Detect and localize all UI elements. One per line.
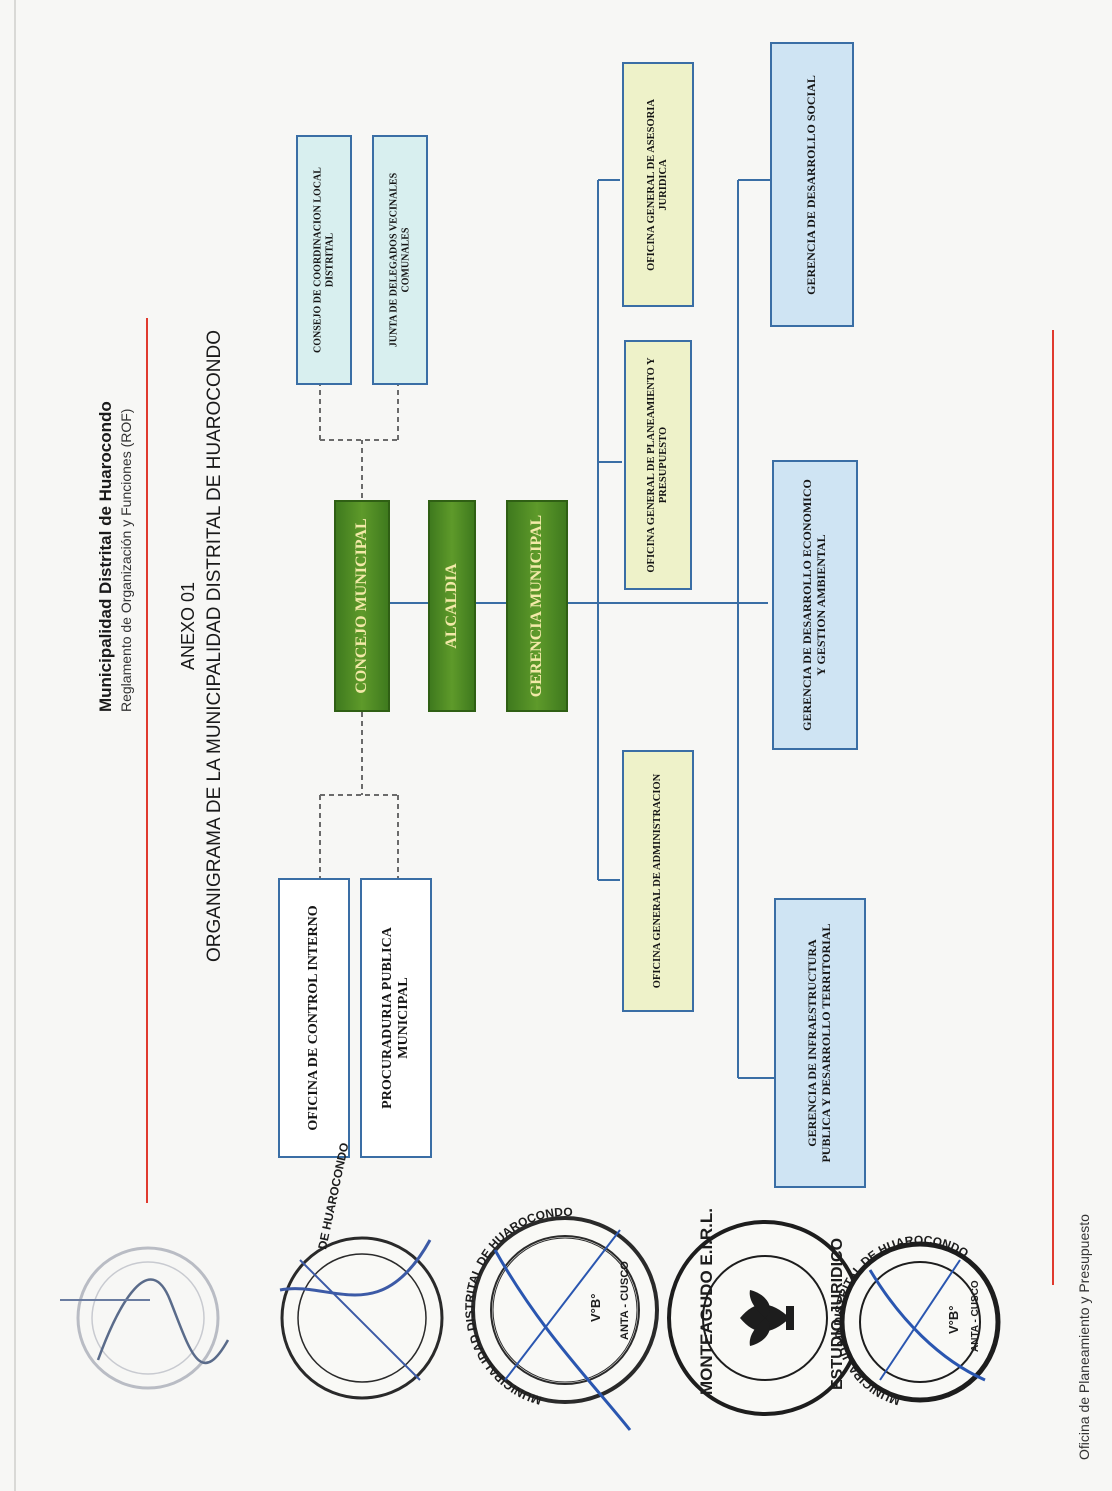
desarrollo-social-box: GERENCIA DE DESARROLLO SOCIAL: [770, 42, 854, 327]
header-rule: [146, 318, 148, 1203]
seal-5-bottom-text: ANTA - CUSCO: [970, 1280, 981, 1352]
control-interno-box: OFICINA DE CONTROL INTERNO: [278, 878, 350, 1158]
procuraduria-box: PROCURADURIA PUBLICA MUNICIPAL: [360, 878, 432, 1158]
seal-4-bottom-text: ESTUDIO JURIDICO: [829, 1238, 846, 1390]
junta-delegados-box: JUNTA DE DELEGADOS VECINALES COMUNALES: [372, 135, 428, 385]
administracion-box: OFICINA GENERAL DE ADMINISTRACION: [622, 750, 694, 1012]
page-edge: [14, 0, 16, 1491]
consejo-coordinacion-box: CONSEJO DE COORDINACION LOCAL DISTRITAL: [296, 135, 352, 385]
seal-5: MUNICIPALIDAD DISTRITAL DE HUAROCONDO AN…: [831, 1233, 1001, 1408]
seal-4-top-text: MONTEAGUDO E.I.R.L.: [697, 1208, 716, 1395]
seal-2: DE HUAROCONDO: [279, 1141, 444, 1400]
asesoria-juridica-box: OFICINA GENERAL DE ASESORIA JURIDICA: [622, 62, 694, 307]
infraestructura-box: GERENCIA DE INFRAESTRUCTURA PUBLICA Y DE…: [774, 898, 866, 1188]
gerencia-municipal-box: GERENCIA MUNICIPAL: [506, 500, 568, 712]
seal-2-text: DE HUAROCONDO: [315, 1141, 351, 1250]
planeamiento-presupuesto-box: OFICINA GENERAL DE PLANEAMIENTO Y PRESUP…: [624, 340, 692, 590]
seal-3: MUNICIPALIDAD DISTRITAL DE HUAROCONDO AN…: [462, 1205, 659, 1431]
seal-3-vb: V°B°: [588, 1294, 603, 1322]
seal-5-vb: V°B°: [946, 1306, 961, 1334]
alcaldia-box: ALCALDIA: [428, 500, 476, 712]
desarrollo-economico-box: GERENCIA DE DESARROLLO ECONOMICO Y GESTI…: [772, 460, 858, 750]
concejo-municipal-box: CONCEJO MUNICIPAL: [334, 500, 390, 712]
footer-rule: [1052, 330, 1054, 1285]
seal-4: MONTEAGUDO E.I.R.L. ESTUDIO JURIDICO: [667, 1208, 863, 1416]
seal-1-faded: [60, 1246, 230, 1390]
seal-3-bottom-text: ANTA - CUSCO: [619, 1261, 631, 1340]
